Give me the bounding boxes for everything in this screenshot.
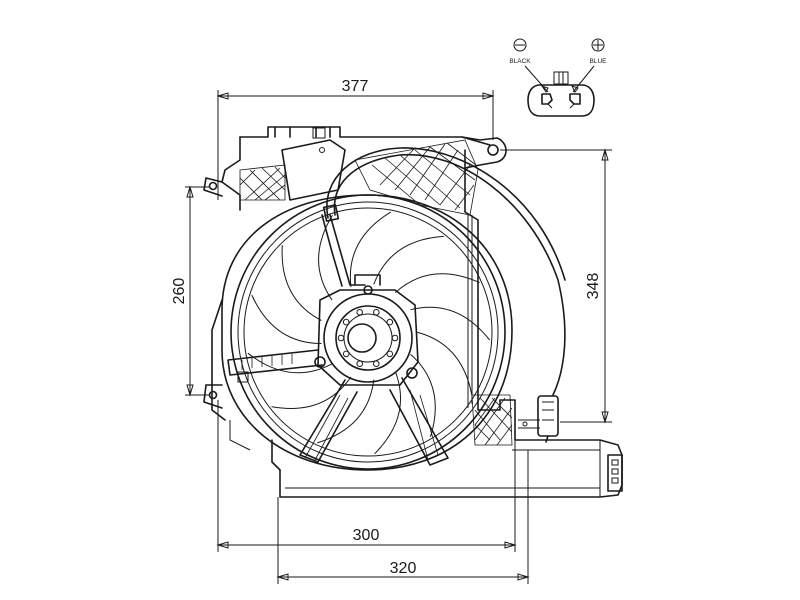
fan-ring <box>211 194 513 471</box>
dimension-right-height: 348 <box>500 148 612 424</box>
mounting-tab-bottom <box>203 384 223 409</box>
fan-blade <box>394 273 480 293</box>
mounting-tab-top <box>203 177 223 197</box>
dimension-320-label: 320 <box>390 560 417 577</box>
fan-blade <box>410 306 491 341</box>
hub-bolt-hole <box>391 334 399 342</box>
hub-bolt-hole <box>337 334 345 342</box>
frame-lattice <box>239 139 513 446</box>
fan-blade <box>318 215 333 301</box>
hub-bolt-hole <box>356 309 364 316</box>
fan-blade <box>349 211 391 288</box>
positive-wire-label: BLUE <box>590 58 608 65</box>
hub-bolt-hole <box>356 360 364 368</box>
hub-bolt-hole <box>373 309 380 316</box>
dimension-bottom-outer: 320 <box>276 450 530 584</box>
dimension-348-label: 348 <box>585 273 602 300</box>
fan-blade <box>415 331 473 396</box>
fan-blade <box>374 371 402 455</box>
motor-support-arms <box>227 349 449 466</box>
fan-blade <box>410 353 436 437</box>
dimension-377-label: 377 <box>342 78 369 95</box>
hub-bolt-hole <box>342 318 350 326</box>
fan-blade <box>271 376 352 409</box>
dimension-bottom-inner: 300 <box>216 400 517 552</box>
dimension-top-width: 377 <box>216 78 495 200</box>
fan-blade <box>317 379 375 444</box>
fan-blade <box>373 235 444 285</box>
negative-wire-label: BLACK <box>509 58 531 65</box>
dimension-260-label: 260 <box>171 278 188 305</box>
hub-bolt-hole <box>386 318 394 326</box>
connector-detail: BLACK BLUE <box>509 38 608 117</box>
negative-terminal-icon <box>513 38 527 52</box>
dimension-left-height: 260 <box>171 185 210 397</box>
hub-bolt-hole <box>386 350 394 358</box>
fan-blades <box>247 211 491 455</box>
fan-blade <box>251 294 322 344</box>
hub-bolt-hole <box>373 360 380 368</box>
dimension-300-label: 300 <box>353 527 380 544</box>
fan-shroud <box>221 126 623 498</box>
wire-harness <box>321 147 566 443</box>
fan-blade <box>281 245 322 321</box>
motor-hub <box>314 274 419 386</box>
fan-blade <box>247 352 333 374</box>
positive-terminal-icon <box>591 38 605 52</box>
hub-bolt-hole <box>342 350 350 358</box>
